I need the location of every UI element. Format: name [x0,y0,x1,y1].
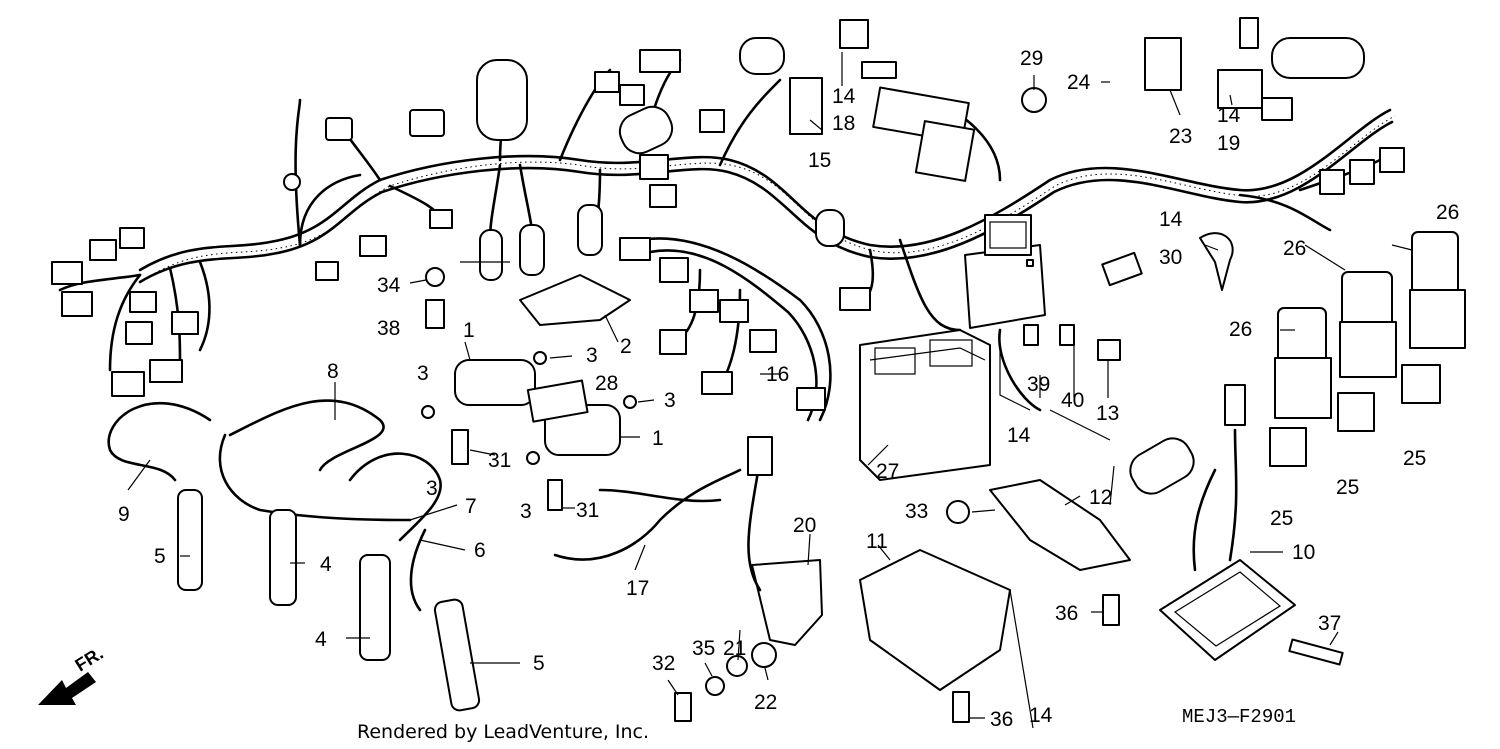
callout: 25 [1403,447,1426,470]
callout: 6 [474,539,486,562]
callout: 14 [1217,104,1241,127]
callout: 35 [692,637,715,660]
callout: 37 [1318,612,1341,635]
callout: 3 [520,500,532,523]
callout: 11 [866,530,888,553]
callout: 24 [1067,71,1091,94]
callout: 14 [1159,208,1183,231]
callout: 22 [754,691,777,714]
callout: 14 [1029,704,1053,727]
callout: 26 [1436,201,1459,224]
callout: 16 [766,363,789,386]
callout: 3 [417,362,429,385]
front-direction-arrow: FR. [38,643,107,705]
callout: 34 [377,274,401,297]
fasteners [425,87,1344,723]
sub-harnesses [553,328,1042,592]
callout: 14 [832,85,856,108]
callout: 29 [1020,47,1043,70]
callout: 26 [1229,318,1252,341]
render-credit: Rendered by LeadVenture, Inc. [357,721,649,743]
callout: 25 [1336,476,1359,499]
callout: 5 [154,545,166,568]
fuse-box [964,214,1046,329]
callout: 3 [664,389,676,412]
callout: 12 [1089,486,1112,509]
callout: 33 [905,500,928,523]
direction-label: FR. [72,643,107,675]
harness-cylinders [476,37,1365,495]
callout-labels: 1 1 2 3 3 3 3 3 4 4 5 5 6 7 8 9 10 11 12… [118,47,1459,731]
callout: 36 [1055,602,1078,625]
callout: 31 [576,499,599,522]
callout: 30 [1159,246,1182,269]
callout: 32 [652,652,675,675]
callout: 1 [463,319,475,342]
callout: 4 [320,553,332,576]
spark-plug-wires [107,399,481,712]
harness-connectors [51,17,1405,411]
callout: 40 [1061,389,1084,412]
callout: 28 [595,372,618,395]
callout: 15 [808,149,831,172]
callout: 25 [1270,507,1293,530]
regulator-rectifier [1159,384,1296,661]
callout: 9 [118,503,130,526]
callout: 21 [723,637,746,660]
callout: 18 [832,112,855,135]
ignition-coils [421,351,637,465]
callout: 39 [1027,373,1050,396]
callout: 3 [586,344,598,367]
callout: 3 [426,477,438,500]
callout: 10 [1292,541,1315,564]
callout: 7 [465,495,477,518]
callout: 31 [488,449,511,472]
brackets [519,19,1263,691]
relay-blocks [1269,231,1466,467]
callout: 26 [1283,237,1306,260]
diagram-code: MEJ3—F2901 [1182,706,1296,728]
callout: 8 [327,360,339,383]
callout: 1 [652,427,664,450]
callout: 5 [533,652,545,675]
callout: 14 [1007,424,1031,447]
callout: 36 [990,708,1013,731]
callout: 4 [315,628,327,651]
callout: 27 [876,460,899,483]
callout: 23 [1169,125,1192,148]
callout: 17 [626,577,649,600]
ecu-module [859,329,991,481]
callout: 19 [1217,132,1240,155]
callout: 13 [1096,402,1119,425]
callout: 2 [620,335,632,358]
main-wire-harness [58,58,1396,422]
leader-lines [127,52,1413,729]
callout: 38 [377,317,400,340]
callout: 20 [793,514,816,537]
